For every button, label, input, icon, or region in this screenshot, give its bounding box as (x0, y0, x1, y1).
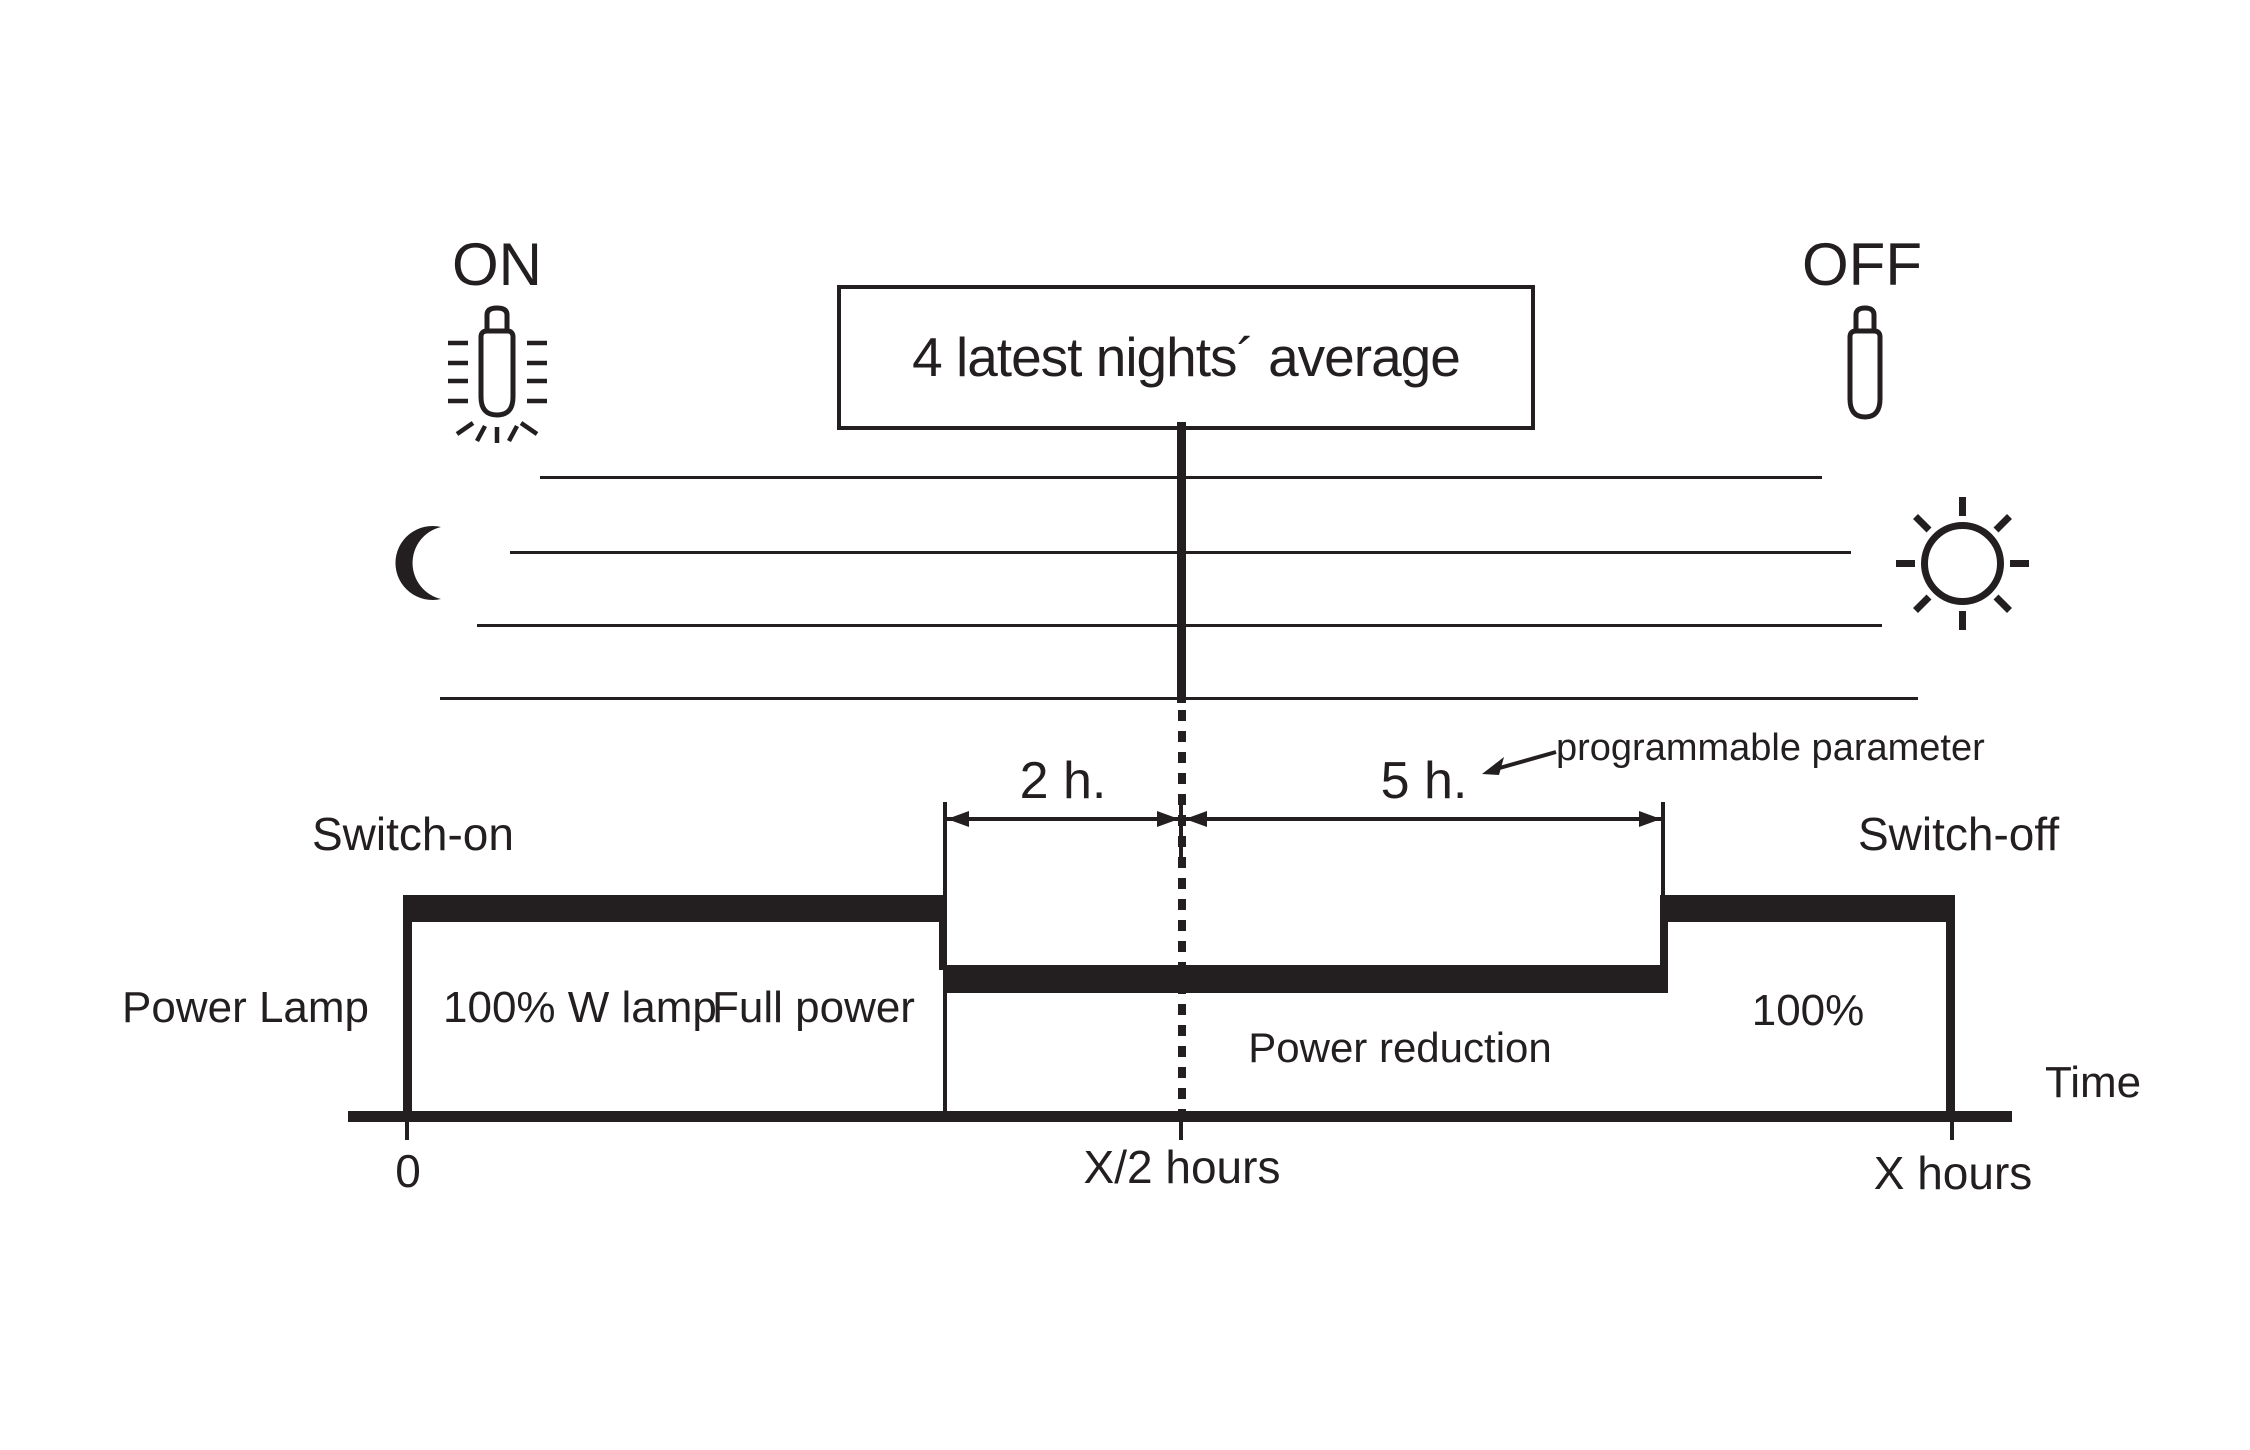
dimension-serif (943, 802, 947, 895)
waveform-full-power-bar (1663, 895, 1955, 922)
waveform-step-boundary (943, 895, 947, 1112)
power-lamp-label: Power Lamp (122, 983, 370, 1032)
lamp-on-icon (448, 305, 547, 443)
moon-icon (395, 526, 441, 600)
duration-2h-label: 2 h. (1019, 752, 1107, 810)
power-reduction-label: Power reduction (1248, 1024, 1552, 1071)
waveform-full-power-bar (403, 895, 947, 922)
waveform-right-edge (1946, 895, 1955, 1117)
full-power-label-2: Full power (712, 983, 915, 1032)
midpoint-line-dotted (1178, 710, 1186, 1111)
axis-tick (1179, 1122, 1183, 1140)
average-box-label: 4 latest nights´ average (912, 326, 1461, 388)
dimension-serif (1661, 802, 1665, 895)
time-axis-label: Time (2045, 1058, 2142, 1107)
waveform-step-up (1660, 895, 1668, 993)
axis-tick (405, 1122, 409, 1140)
waveform-step-down (939, 922, 947, 970)
on-label: ON (452, 231, 542, 298)
average-box: 4 latest nights´ average (837, 285, 1535, 430)
tick-label-midpoint: X/2 hours (1083, 1141, 1281, 1193)
switch-off-label: Switch-off (1858, 808, 2060, 860)
arrowhead-left-icon (947, 811, 969, 827)
annotation-arrow-icon (1482, 750, 1557, 775)
dimension-line-2h (947, 817, 1179, 821)
full-power-label-1: 100% W lamp (443, 983, 717, 1032)
arrowhead-left-icon (1185, 811, 1207, 827)
tick-label-end: X hours (1873, 1147, 2033, 1199)
off-label: OFF (1802, 231, 1922, 298)
duration-5h-label: 5 h. (1380, 752, 1468, 810)
time-axis (348, 1111, 2012, 1122)
dimension-line-5h (1185, 817, 1661, 821)
dimension-serif (1179, 800, 1183, 868)
full-power-end-label: 100% (1751, 986, 1865, 1035)
programmable-parameter-label: programmable parameter (1556, 727, 1985, 769)
axis-tick (1950, 1122, 1954, 1140)
waveform-reduced-bar (947, 965, 1668, 993)
tick-label-origin: 0 (395, 1145, 421, 1197)
waveform-left-edge (403, 895, 412, 1117)
midpoint-line-solid (1177, 422, 1186, 703)
arrowhead-right-icon (1157, 811, 1179, 827)
switch-on-label: Switch-on (312, 808, 514, 860)
lamp-off-icon (1847, 305, 1883, 420)
sun-icon (1896, 497, 2029, 630)
arrowhead-right-icon (1639, 811, 1661, 827)
